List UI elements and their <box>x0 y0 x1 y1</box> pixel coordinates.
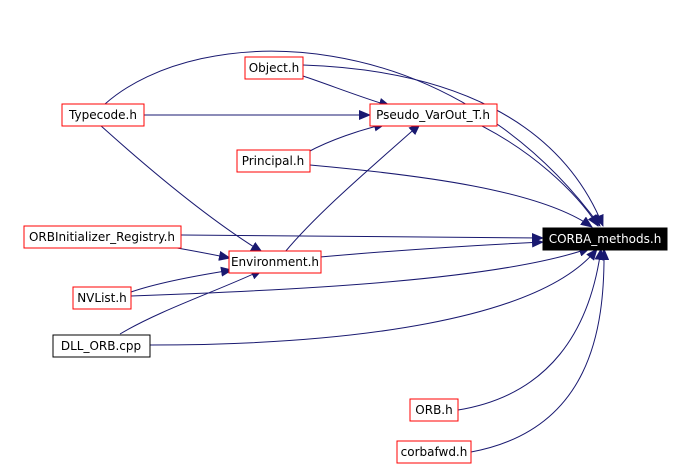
node-environment-h[interactable]: Environment.h <box>228 250 322 274</box>
node-label: corbafwd.h <box>401 445 468 459</box>
node-label: ORB.h <box>415 403 452 417</box>
edge-object-to-pseudo-varout <box>302 75 391 108</box>
edge-principal-to-corba-methods <box>309 164 593 228</box>
node-label: CORBA_methods.h <box>549 232 662 246</box>
node-nvlist-h[interactable]: NVList.h <box>72 286 132 310</box>
edge-typecode-to-corba-methods <box>104 50 601 227</box>
node-pseudo-varout-t-h[interactable]: Pseudo_VarOut_T.h <box>369 103 498 127</box>
edge-dll-orb-to-corba-methods <box>149 248 598 346</box>
node-label: Environment.h <box>231 255 319 269</box>
node-label: Typecode.h <box>68 108 137 122</box>
node-label: Principal.h <box>242 154 305 168</box>
edge-principal-to-pseudo-varout <box>307 121 386 153</box>
edge-environment-to-pseudo-varout <box>284 123 421 253</box>
node-corba-methods-h[interactable]: CORBA_methods.h <box>542 227 668 251</box>
node-orbinitializer-registry-h[interactable]: ORBInitializer_Registry.h <box>23 225 182 249</box>
edge-object-to-corba-methods <box>302 64 604 227</box>
node-corbafwd-h[interactable]: corbafwd.h <box>396 440 472 464</box>
edge-nvlist-to-environment <box>130 266 233 293</box>
edge-environment-to-corba-methods <box>319 237 544 258</box>
node-label: DLL_ORB.cpp <box>61 339 141 353</box>
node-label: Object.h <box>249 61 300 75</box>
node-object-h[interactable]: Object.h <box>244 56 304 80</box>
edge-orbinitializer-to-corba-methods <box>179 232 544 243</box>
edge-nvlist-to-corba-methods <box>130 246 591 297</box>
node-principal-h[interactable]: Principal.h <box>236 149 311 173</box>
edge-typecode-to-environment <box>99 124 263 253</box>
node-label: NVList.h <box>77 291 127 305</box>
node-orb-h[interactable]: ORB.h <box>409 398 459 422</box>
edge-orb-to-corba-methods <box>457 248 605 411</box>
node-label: Pseudo_VarOut_T.h <box>376 108 490 122</box>
edge-dll-orb-to-environment <box>119 269 263 335</box>
edge-pseudo-varout-to-corba-methods <box>477 123 599 227</box>
edge-corbafwd-to-corba-methods <box>470 248 610 453</box>
node-typecode-h[interactable]: Typecode.h <box>61 103 145 127</box>
node-dll-orb-cpp[interactable]: DLL_ORB.cpp <box>52 334 151 358</box>
node-label: ORBInitializer_Registry.h <box>29 230 175 244</box>
